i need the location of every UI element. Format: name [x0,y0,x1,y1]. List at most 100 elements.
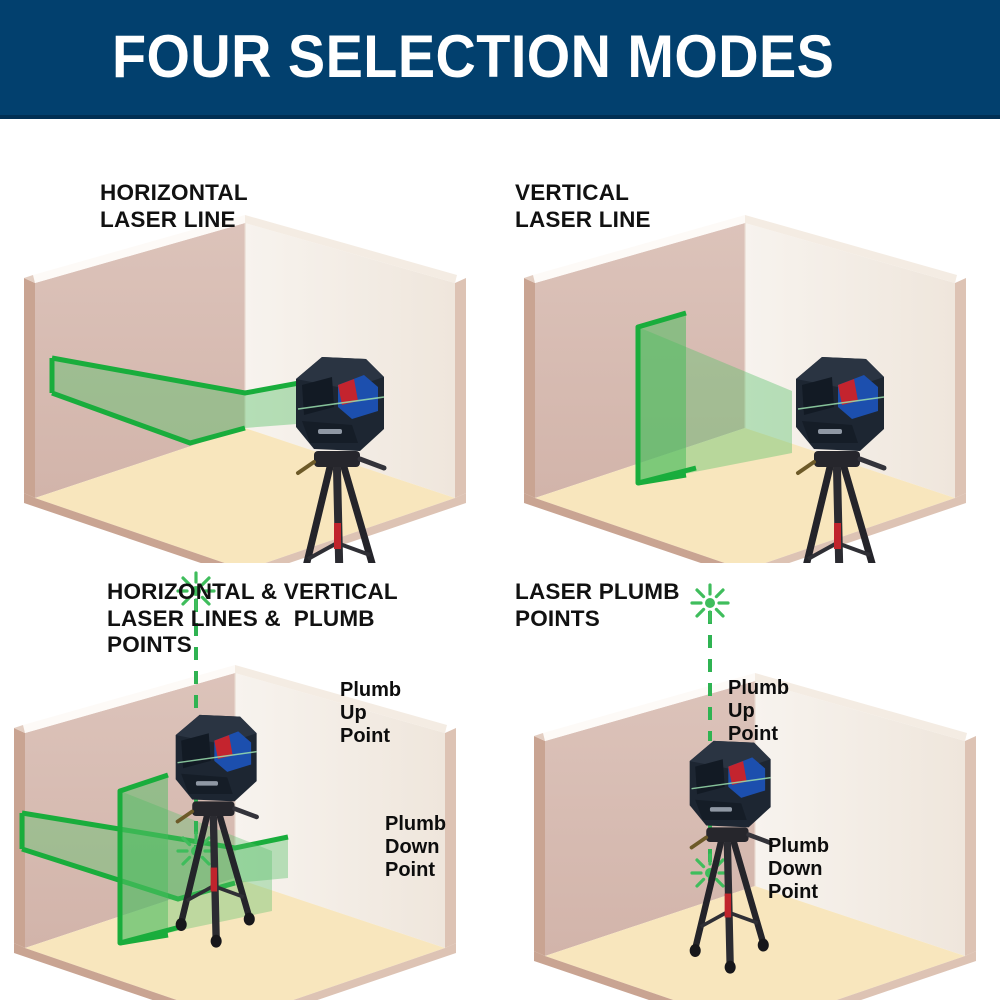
tripod-leg-right [216,812,253,921]
left-edge-trim [524,278,535,498]
right-edge-trim [445,728,456,948]
tripod-foot-left [175,918,187,932]
tripod-center-column-accent [210,867,218,892]
tripod-brace-left [807,541,838,561]
horizontal-plane-fill-right [235,837,288,883]
horizontal-laser-line-stroke [51,355,311,396]
laser-device-group [689,740,773,974]
mode-panel-laser-plumb-points: LASER PLUMB POINTS [500,563,1000,1000]
tripod-leg-right [340,463,376,563]
floor [35,428,455,563]
plumb-down-point-label: Plumb Down Point [385,813,447,882]
right-edge-trim [455,278,466,498]
right-edge-trim [965,736,976,956]
room-box [534,673,976,1000]
mode-panel-horizontal-laser-line: HORIZONTAL LASER LINE [0,123,500,563]
horizontal-plane-fill-right [245,381,310,428]
floor [545,886,965,1000]
left-wall [545,681,755,956]
tripod-head [814,451,860,467]
tripod-crank [175,809,195,824]
vertical-plane-panel [120,775,168,943]
tripod [296,451,387,563]
tripod-foot-right [243,912,255,926]
tripod [175,801,259,948]
plumb-up-point-starburst [176,571,216,611]
mode-panel-horizontal-vertical-plumb: HORIZONTAL & VERTICAL LASER LINES & PLUM… [0,563,500,1000]
illustration-laser-plumb-points [500,563,1000,1000]
tripod-leg-right [730,838,767,947]
right-edge-trim [955,278,966,498]
panel-title-horizontal: HORIZONTAL LASER LINE [100,180,248,232]
illustration-vertical-laser-line [500,123,1000,563]
panel-title-vertical: VERTICAL LASER LINE [515,180,651,232]
laser-device-group [796,357,887,563]
horizontal-laser-line-stroke [21,810,289,851]
tripod-head [192,801,235,817]
tripod-head [314,451,360,467]
plumb-up-core [705,598,715,608]
laser-level-device [689,740,771,828]
tripod-brace-right [726,910,759,925]
panel-title-cross-plumb: HORIZONTAL & VERTICAL LASER LINES & PLUM… [107,579,398,658]
tripod-pan-handle [232,806,259,820]
left-wall-top-bevel [543,673,755,741]
laser-level-device [175,714,257,802]
tripod-leg-left [177,812,211,926]
left-wall-top-bevel [33,215,245,283]
tripod-brace-left [307,541,338,561]
tripod-brace-right [212,884,245,899]
device-emitter-beam-streak [797,396,885,410]
tripod-center-column-accent [724,893,732,918]
tripod-head [706,827,749,843]
vertical-plane-panel [638,313,686,483]
horizontal-plane-fill [52,358,245,443]
tripod-pan-handle [746,832,773,846]
illustration-horizontal-laser-line [0,123,500,563]
tripod-brace-right [836,541,871,557]
tripod-leg-left [691,838,725,952]
tripod-crank [296,460,316,475]
tripod [689,827,773,974]
plumb-up-point-label: Plumb Up Point [340,679,402,748]
tripod-crank [689,835,709,850]
panel-title-plumb-points: LASER PLUMB POINTS [515,579,680,631]
device-brand-mark [818,429,842,434]
tripod-foot-center [724,960,736,974]
right-wall-top-bevel [235,665,447,733]
device-brand-mark [709,807,732,812]
tripod-pan-handle [857,456,887,471]
device-brand-mark [195,781,218,786]
device-brand-mark [318,429,342,434]
page-header: FOUR SELECTION MODES [0,0,1000,119]
illustration-horizontal-vertical-plumb [0,563,500,1000]
tripod-center-column-accent [334,523,341,549]
tripod-leg-right [840,463,876,563]
device-red-accent [728,761,747,785]
left-edge-trim [24,278,35,498]
tripod-brace-right [336,541,371,557]
tripod-foot-center [210,934,222,948]
mode-panel-vertical-laser-line: VERTICAL LASER LINE [500,123,1000,563]
left-wall [35,223,245,498]
horizontal-plane-fill [22,813,235,899]
left-edge-trim-top [14,725,25,733]
tripod-foot-left [689,944,701,958]
tripod-pan-handle [357,456,387,471]
right-wall-top-bevel [245,215,457,283]
device-red-accent [338,379,358,405]
tripod-foot-right [757,938,769,952]
tripod-brace-left [185,884,215,903]
left-wall-top-bevel [23,665,235,733]
floor [535,428,955,563]
device-emitter-beam-streak [297,396,385,410]
right-wall [235,673,445,948]
horizontal-laser-line-lower [51,390,246,446]
page-title: FOUR SELECTION MODES [112,23,835,90]
vertical-laser-floor-foot [119,924,181,946]
vertical-laser-plane [635,310,792,486]
left-wall-top-bevel [533,215,745,283]
left-edge-trim-top [24,275,35,283]
laser-level-device [796,357,885,451]
